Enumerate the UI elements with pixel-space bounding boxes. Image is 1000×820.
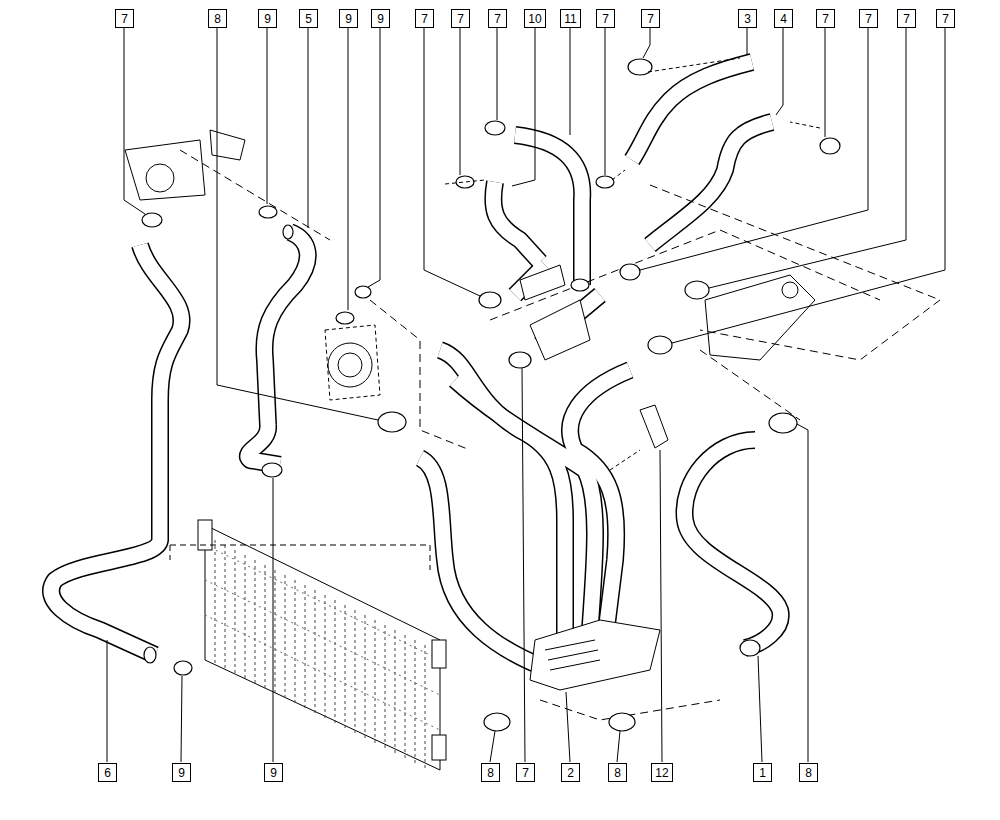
- callout-number: 10: [528, 12, 541, 26]
- callout-box: 7: [488, 9, 507, 28]
- callout-box: 8: [481, 763, 500, 782]
- callout-box: 7: [596, 9, 615, 28]
- callout-box: 9: [371, 9, 390, 28]
- callout-number: 12: [655, 766, 668, 780]
- callout-box: 12: [651, 763, 673, 782]
- callout-box: 8: [608, 763, 627, 782]
- callout-box: 7: [936, 9, 955, 28]
- callout-box: 2: [561, 763, 580, 782]
- callout-box: 9: [264, 763, 283, 782]
- callout-number: 8: [805, 766, 812, 780]
- callout-number: 2: [567, 766, 574, 780]
- callout-number: 7: [602, 12, 609, 26]
- callout-number: 9: [270, 766, 277, 780]
- callout-number: 7: [121, 12, 128, 26]
- callout-number: 7: [865, 12, 872, 26]
- callout-number: 7: [942, 12, 949, 26]
- callout-box: 7: [115, 9, 134, 28]
- callout-box: 7: [859, 9, 878, 28]
- callout-number: 7: [421, 12, 428, 26]
- callout-box: 4: [774, 9, 793, 28]
- callout-number: 8: [487, 766, 494, 780]
- callout-number: 7: [457, 12, 464, 26]
- callout-box: 7: [415, 9, 434, 28]
- callout-box: 8: [799, 763, 818, 782]
- callout-box: 10: [524, 9, 546, 28]
- callout-number: 8: [214, 12, 221, 26]
- callout-number: 5: [305, 12, 312, 26]
- callout-number: 3: [744, 12, 751, 26]
- callout-box: 9: [172, 763, 191, 782]
- callout-box: 7: [641, 9, 660, 28]
- callout-box: 6: [98, 763, 117, 782]
- callout-number: 7: [522, 766, 529, 780]
- callout-number: 9: [345, 12, 352, 26]
- callout-number: 6: [104, 766, 111, 780]
- callout-box: 8: [208, 9, 227, 28]
- callout-box: 9: [339, 9, 358, 28]
- callout-number: 7: [647, 12, 654, 26]
- callout-number: 9: [178, 766, 185, 780]
- callout-box: 7: [816, 9, 835, 28]
- callout-number: 7: [822, 12, 829, 26]
- callout-box: 3: [738, 9, 757, 28]
- callout-number: 4: [780, 12, 787, 26]
- callout-box: 7: [897, 9, 916, 28]
- callout-number: 8: [614, 766, 621, 780]
- callout-box: 9: [258, 9, 277, 28]
- callout-number: 9: [377, 12, 384, 26]
- callout-box: 11: [560, 9, 581, 28]
- callout-number: 11: [564, 12, 576, 26]
- callout-number: 1: [759, 766, 766, 780]
- callout-box: 1: [753, 763, 772, 782]
- callout-number: 7: [494, 12, 501, 26]
- callout-box: 7: [451, 9, 470, 28]
- callout-box: 7: [516, 763, 535, 782]
- callout-number: 7: [903, 12, 910, 26]
- callout-number: 9: [264, 12, 271, 26]
- callout-box: 5: [299, 9, 318, 28]
